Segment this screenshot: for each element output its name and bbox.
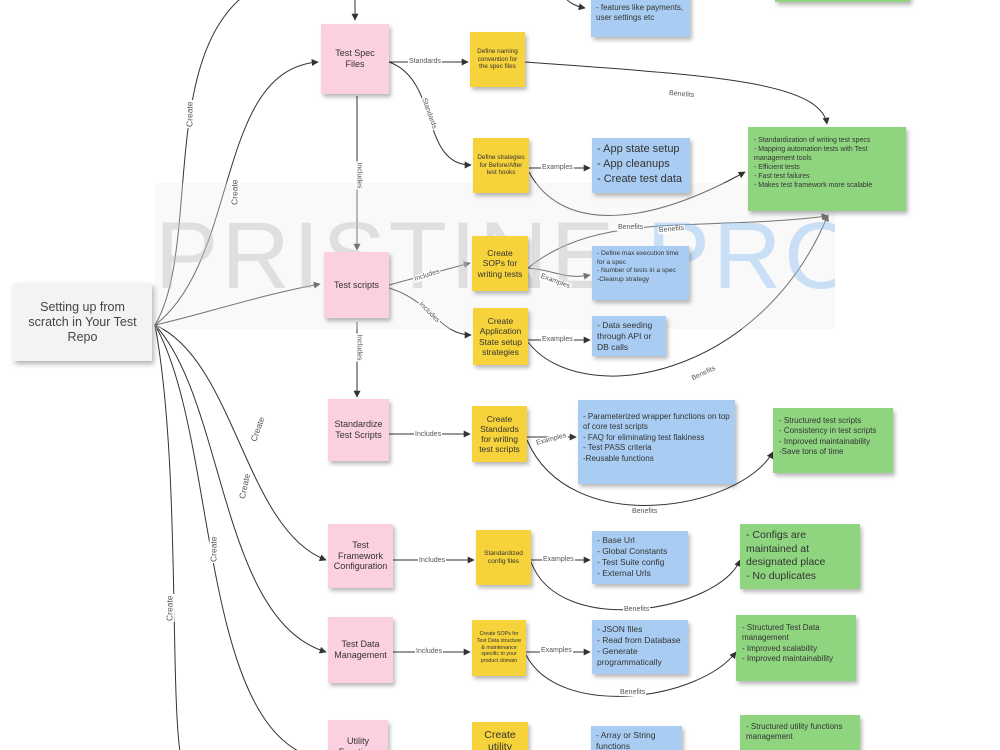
edge-root-spec [154,59,319,326]
label-includes-data: Includes [415,648,444,655]
label-examples-hooks: Examples [541,164,574,171]
label-includes-standardize: Includes [414,431,443,438]
edge-root-config [154,324,327,562]
label-includes-v2: Includes [355,333,363,362]
edge-create-benefits [526,439,774,506]
label-examples-appstate: Examples [541,336,574,343]
label-benefits-5: Benefits [631,508,659,515]
label-includes-config: Includes [418,557,447,564]
edge-root-utility [154,324,298,750]
root-topic[interactable]: Setting up from scratch in Your Test Rep… [13,283,152,361]
label-create-2: Create [229,178,240,207]
label-examples-data: Examples [540,647,573,654]
hooks-examples-note[interactable]: - App state setup - App cleanups - Creat… [592,138,690,193]
label-create-6: Create [164,594,175,623]
edge-root-bottom [154,324,181,750]
test-data-management-node[interactable]: Test Data Management [328,617,393,683]
spec-benefits-note[interactable]: - Standardization of writing test specs … [748,127,906,211]
edge-top-blue [566,0,586,11]
test-spec-files-node[interactable]: Test Spec Files [321,24,389,94]
utility-examples-note[interactable]: - Array or String functions [591,726,682,750]
standardize-test-scripts-node[interactable]: Standardize Test Scripts [328,399,389,461]
config-examples-note[interactable]: - Base Url - Global Constants - Test Sui… [592,531,688,584]
utility-benefits-note[interactable]: - Structured utility functions managemen… [740,715,860,750]
sops-examples-note[interactable]: - Define max execution time for a spec -… [592,246,689,300]
utility-functions-node[interactable]: Utility Functions [328,720,388,750]
test-data-sops-note[interactable]: Create SOPs for Test Data structure & ma… [472,620,526,676]
app-state-strategies-note[interactable]: Create Application State setup strategie… [473,308,528,365]
standardize-benefits-note[interactable]: - Structured test scripts - Consistency … [773,408,893,473]
data-benefits-note[interactable]: - Structured Test Data management - Impr… [736,615,856,681]
edge-sops-examples [527,267,591,280]
edge-root-scripts [154,281,321,326]
sops-writing-tests-note[interactable]: Create SOPs for writing tests [472,236,528,291]
test-framework-configuration-node[interactable]: Test Framework Configuration [328,524,393,588]
edge-sops-benefits [527,213,829,269]
utility-create-note[interactable]: Create utility [472,722,528,750]
label-benefits-2: Benefits [617,224,645,231]
config-files-note[interactable]: Standardized config files [476,530,531,585]
standardize-examples-note[interactable]: - Parameterized wrapper functions on top… [578,400,735,484]
config-benefits-note[interactable]: - Configs are maintained at designated p… [740,524,860,589]
before-after-hooks-note[interactable]: Define strategies for Before/After test … [473,138,529,193]
edge-root-data [154,324,327,654]
label-benefits-7: Benefits [619,689,647,696]
edge-appstate-benefits [527,214,829,377]
edge-root-top [154,0,241,326]
standards-writing-scripts-note[interactable]: Create Standards for writing test script… [472,406,527,462]
features-note[interactable]: - features like payments, user settings … [591,0,690,37]
label-create-1: Create [184,100,195,129]
label-benefits-6: Benefits [623,606,651,613]
edge-naming-benefits [524,61,830,125]
label-examples-config: Examples [542,556,575,563]
data-examples-note[interactable]: - JSON files - Read from Database - Gene… [592,620,688,674]
top-green-note[interactable] [775,0,910,2]
edge-hooks-benefits [528,171,746,216]
label-standards-1: Standards [408,58,442,65]
naming-convention-note[interactable]: Define naming convention for the spec fi… [470,32,525,87]
label-includes-v1: Includes [355,161,363,190]
label-create-5: Create [208,535,219,564]
appstate-examples-note[interactable]: - Data seeding through API or DB calls [592,316,666,356]
test-scripts-node[interactable]: Test scripts [324,252,389,318]
